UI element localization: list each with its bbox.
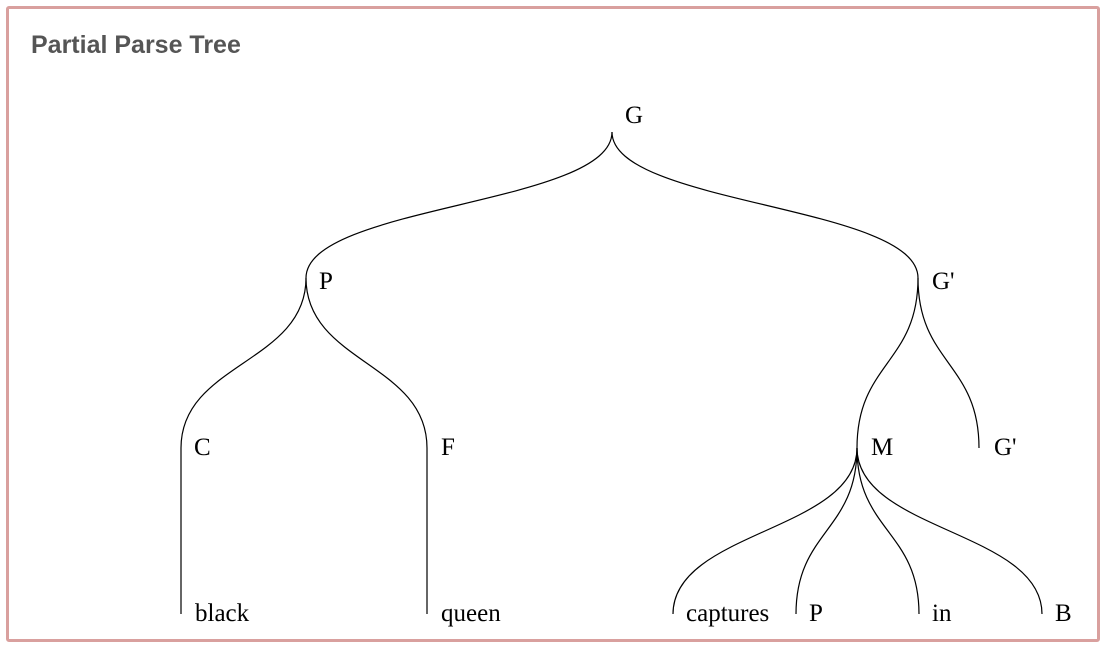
leaf-in: in [932,600,952,627]
edge-G-Gprime [611,131,919,279]
parse-tree: G P G' C F M G' black queen captures P i… [180,102,1072,627]
leaf-B: B [1055,600,1072,627]
node-G: G [625,102,643,129]
edge-M-B [856,447,1043,615]
node-Gprime-child: G' [994,434,1017,461]
tree-nodes: G P G' C F M G' black queen captures P i… [194,102,1072,627]
leaf-P: P [809,600,823,627]
edge-M-captures [672,447,858,615]
edge-G-P [305,131,613,279]
node-Gprime: G' [932,268,955,295]
diagram-title: Partial Parse Tree [31,31,241,59]
leaf-queen: queen [441,600,501,627]
edge-P-F [305,277,428,449]
node-P: P [319,268,333,295]
leaf-captures: captures [686,600,769,627]
node-M: M [871,434,893,461]
diagram-panel: Partial Parse Tree G P G' C F M G' black… [6,6,1100,642]
node-F: F [441,434,455,461]
edge-M-in [856,447,920,615]
edge-M-P [795,447,858,615]
edge-Gprime-Gprime [917,277,980,449]
edge-P-C [180,277,307,449]
tree-edges [180,131,1043,615]
node-C: C [194,434,211,461]
edge-Gprime-M [856,277,919,449]
leaf-black: black [195,600,250,627]
